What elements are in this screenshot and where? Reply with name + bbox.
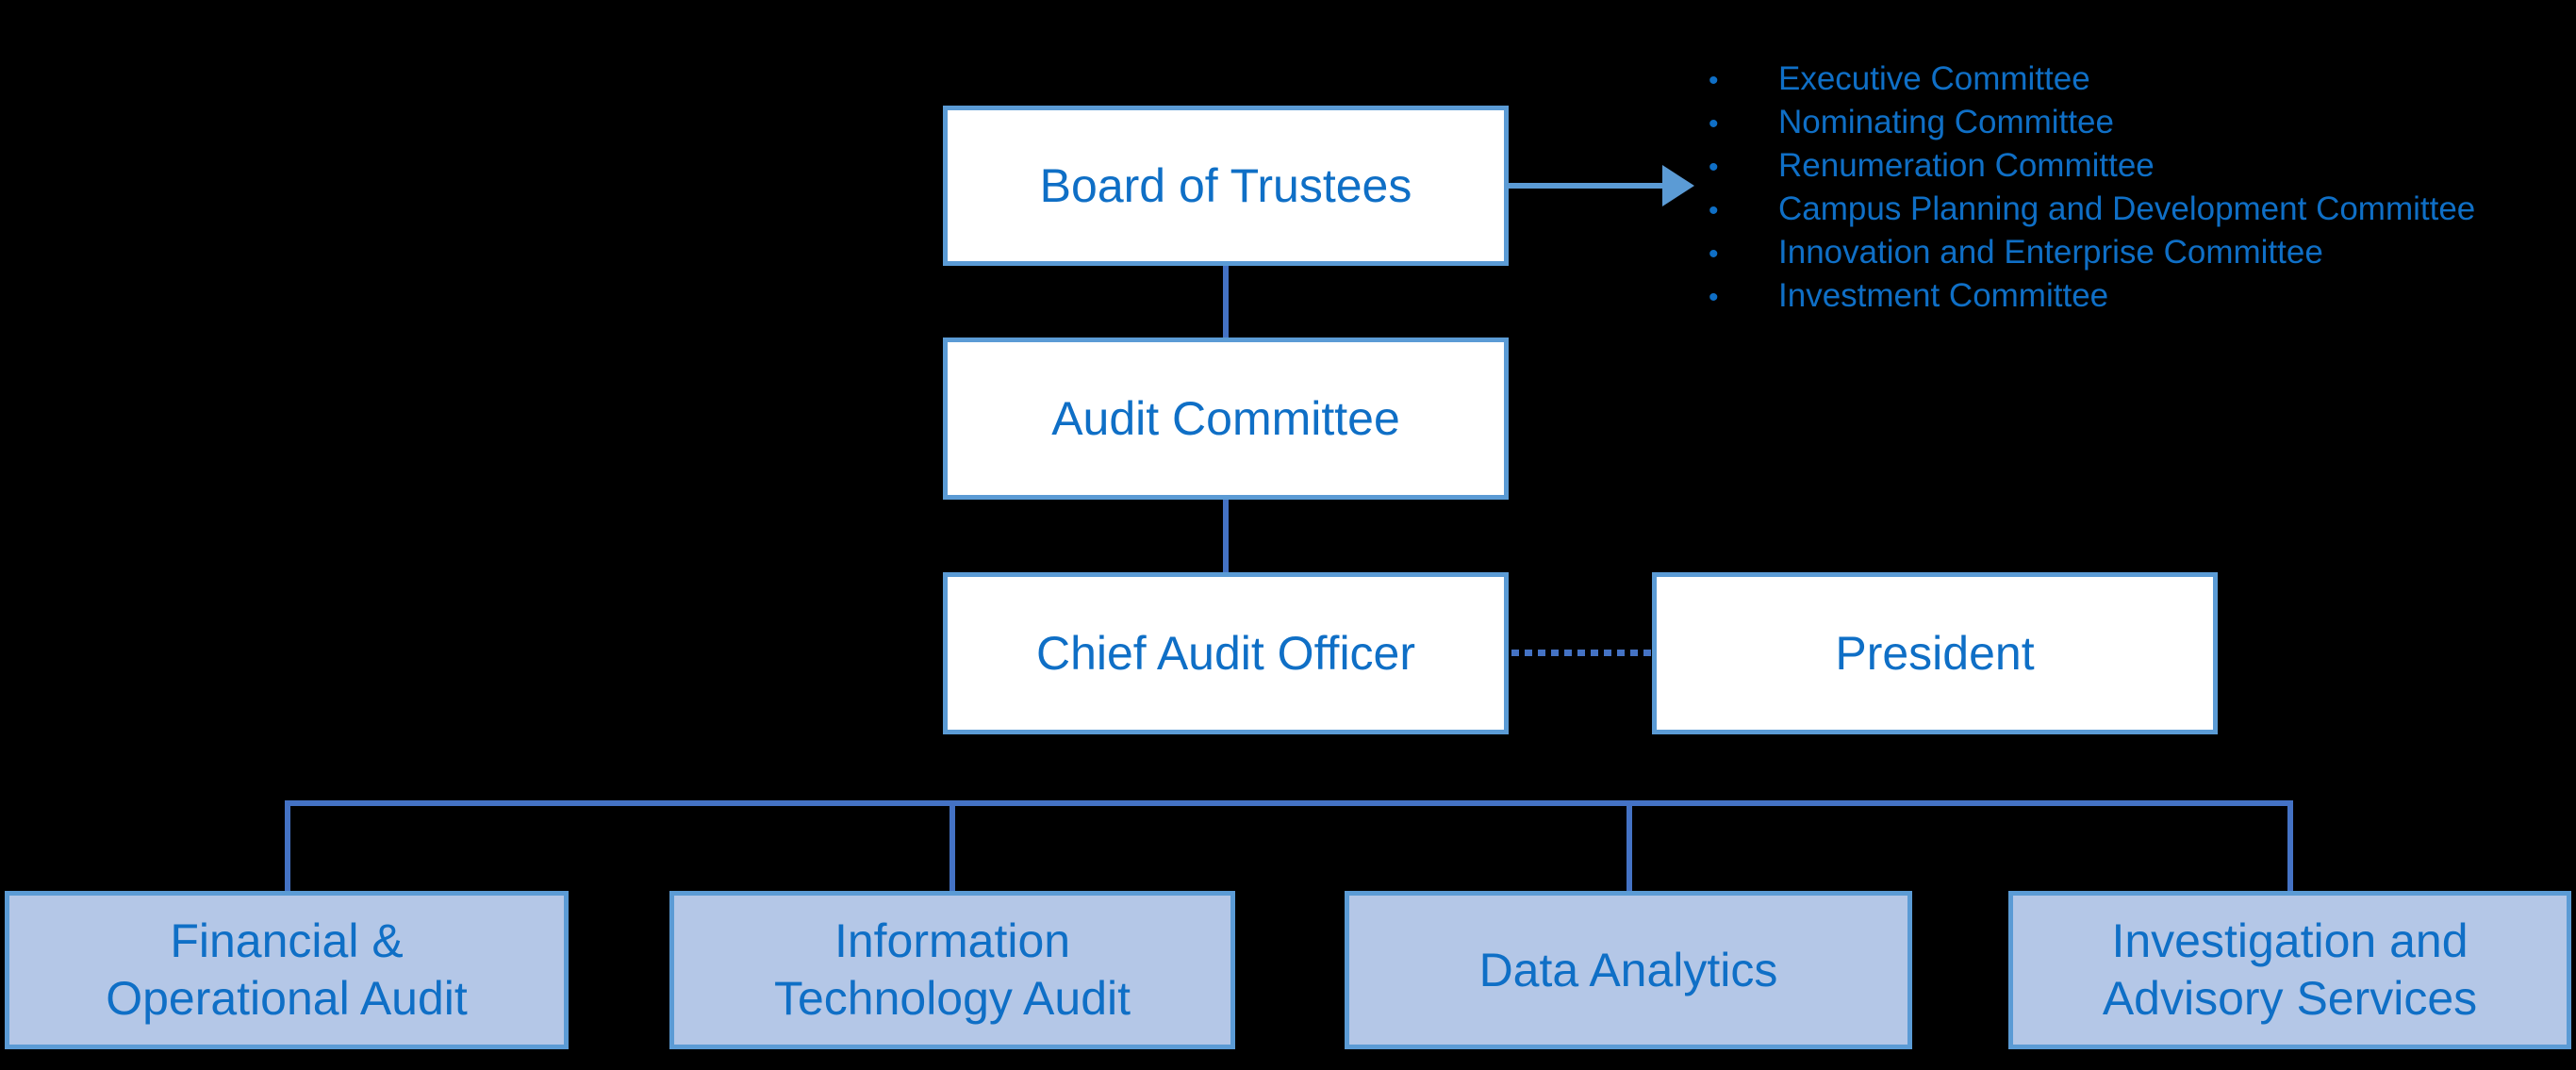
bullet-icon: • bbox=[1709, 239, 1719, 270]
connector-board-to-audit bbox=[1223, 264, 1229, 339]
bullet-icon: • bbox=[1709, 282, 1719, 313]
connector-audit-to-cao bbox=[1223, 498, 1229, 574]
node-board-of-trustees: Board of Trustees bbox=[943, 106, 1509, 266]
list-item: • Renumeration Committee bbox=[1709, 145, 2475, 189]
connector-drop-data-analytics bbox=[1627, 800, 1632, 893]
bullet-icon: • bbox=[1709, 152, 1719, 183]
node-audit-committee: Audit Committee bbox=[943, 337, 1509, 500]
node-information-technology-audit-label: Information Technology Audit bbox=[773, 914, 1131, 1025]
committee-label: Investment Committee bbox=[1778, 277, 2109, 314]
bullet-icon: • bbox=[1709, 108, 1719, 140]
arrowhead-right-icon bbox=[1662, 165, 1694, 206]
node-financial-operational-audit-label: Financial & Operational Audit bbox=[106, 914, 468, 1025]
committee-label: Executive Committee bbox=[1778, 60, 2090, 97]
bullet-icon: • bbox=[1709, 195, 1719, 226]
node-information-technology-audit: Information Technology Audit bbox=[669, 891, 1235, 1049]
list-item: • Campus Planning and Development Commit… bbox=[1709, 189, 2475, 232]
node-chief-audit-officer: Chief Audit Officer bbox=[943, 572, 1509, 734]
list-item: • Nominating Committee bbox=[1709, 102, 2475, 145]
connector-cao-president-dotted bbox=[1511, 650, 1652, 656]
connector-drop-investigation bbox=[2287, 800, 2293, 893]
node-data-analytics: Data Analytics bbox=[1345, 891, 1912, 1049]
node-financial-operational-audit: Financial & Operational Audit bbox=[5, 891, 569, 1049]
list-item: • Innovation and Enterprise Committee bbox=[1709, 232, 2475, 275]
bullet-icon: • bbox=[1709, 65, 1719, 96]
node-president-label: President bbox=[1835, 626, 2035, 680]
node-president: President bbox=[1652, 572, 2218, 734]
committee-label: Campus Planning and Development Committe… bbox=[1778, 190, 2476, 227]
node-chief-audit-officer-label: Chief Audit Officer bbox=[1035, 626, 1416, 680]
node-audit-committee-label: Audit Committee bbox=[1051, 391, 1400, 445]
board-committees-arrow-line bbox=[1509, 183, 1664, 189]
committee-label: Nominating Committee bbox=[1778, 104, 2114, 140]
node-investigation-advisory-services: Investigation and Advisory Services bbox=[2008, 891, 2571, 1049]
connector-drop-it-audit bbox=[949, 800, 955, 893]
list-item: • Executive Committee bbox=[1709, 58, 2475, 102]
committee-label: Renumeration Committee bbox=[1778, 147, 2155, 184]
node-investigation-advisory-services-label: Investigation and Advisory Services bbox=[2102, 914, 2478, 1025]
node-board-of-trustees-label: Board of Trustees bbox=[1039, 158, 1412, 212]
connector-drop-financial bbox=[285, 800, 290, 893]
list-item: • Investment Committee bbox=[1709, 275, 2475, 319]
node-data-analytics-label: Data Analytics bbox=[1478, 943, 1778, 996]
board-committees-list: • Executive Committee • Nominating Commi… bbox=[1709, 58, 2475, 319]
connector-children-horizontal bbox=[285, 800, 2292, 806]
committee-label: Innovation and Enterprise Committee bbox=[1778, 234, 2323, 271]
